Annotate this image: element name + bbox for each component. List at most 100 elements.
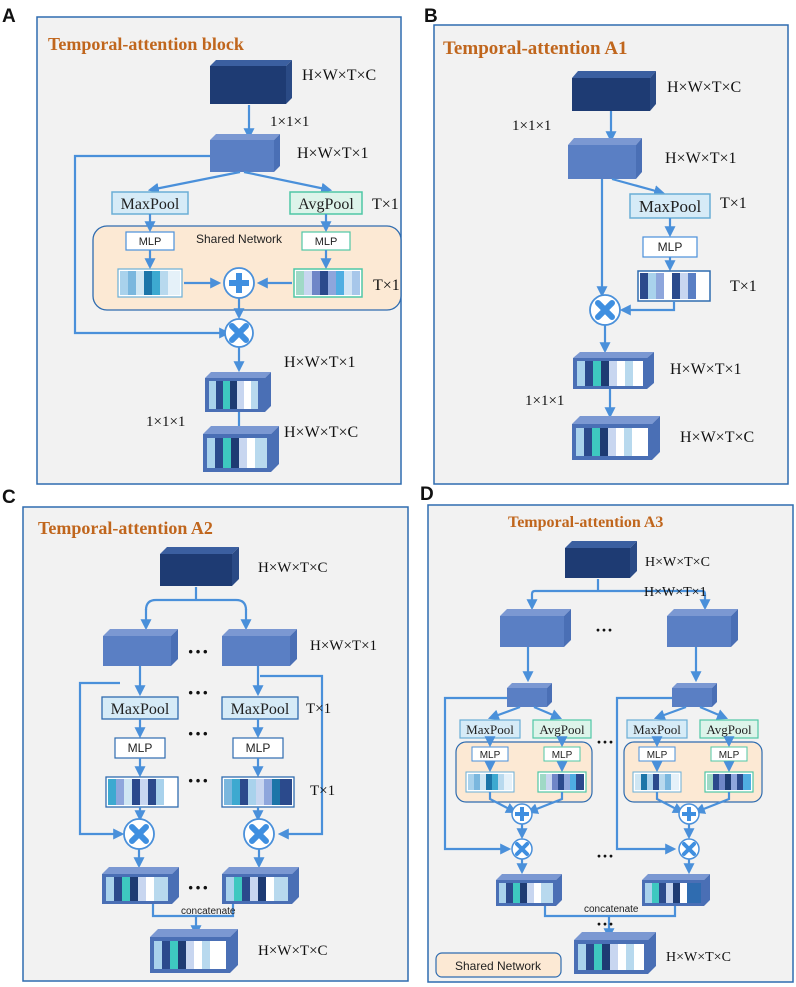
panel-b-title: Temporal-attention A1 bbox=[443, 38, 628, 59]
label-b-t1-2: T×1 bbox=[730, 278, 757, 295]
ellipsis-c-2: ··· bbox=[187, 680, 209, 705]
small-tensor-d-left bbox=[507, 683, 552, 707]
label-a-hwtc-1: H×W×T×C bbox=[302, 67, 376, 84]
multiply-operator-d-right bbox=[678, 838, 700, 860]
attention-vector-d-2 bbox=[537, 771, 587, 793]
panel-d-title: Temporal-attention A3 bbox=[508, 514, 663, 531]
concatenate-label-d: concatenate bbox=[584, 904, 639, 915]
panel-b: B Temporal-attention A1 H×W×T×C 1×1×1 H×… bbox=[424, 6, 789, 485]
input-tensor-c bbox=[160, 547, 239, 586]
maxpool-label-d-left: MaxPool bbox=[466, 722, 514, 737]
label-d-hwt1-1: H×W×T×1 bbox=[644, 585, 707, 600]
shared-network-legend bbox=[435, 952, 562, 978]
multiply-operator-a bbox=[224, 318, 254, 348]
label-b-111-2: 1×1×1 bbox=[525, 393, 564, 409]
weighted-tensor-c-right bbox=[222, 867, 299, 904]
reduced-tensor-d-left bbox=[500, 609, 571, 647]
weighted-tensor-d-right bbox=[642, 874, 710, 906]
label-a-hwt1-2: H×W×T×1 bbox=[284, 354, 356, 371]
label-d-hwtc-2: H×W×T×C bbox=[666, 950, 731, 965]
panel-a-title: Temporal-attention block bbox=[48, 34, 244, 54]
output-tensor-d bbox=[574, 932, 656, 974]
reduced-tensor-a bbox=[210, 134, 280, 172]
multiply-operator-d-left bbox=[511, 838, 533, 860]
panel-b-letter: B bbox=[424, 6, 438, 27]
attention-vector-a-right bbox=[293, 268, 363, 298]
panel-a-letter: A bbox=[2, 6, 16, 27]
reduced-tensor-c-left bbox=[103, 629, 178, 666]
add-operator-a bbox=[223, 267, 255, 299]
multiply-operator-c-left bbox=[123, 818, 155, 850]
multiply-operator-b bbox=[589, 294, 621, 326]
panel-c-title: Temporal-attention A2 bbox=[38, 518, 213, 538]
mlp-label-b: MLP bbox=[658, 240, 683, 254]
shared-network-label-a: Shared Network bbox=[196, 232, 283, 246]
attention-vector-d-4 bbox=[704, 771, 754, 793]
maxpool-label-c-left: MaxPool bbox=[111, 701, 170, 718]
mlp-label-d-4: MLP bbox=[719, 750, 740, 761]
label-c-hwtc-2: H×W×T×C bbox=[258, 943, 328, 959]
mlp-label-c-left: MLP bbox=[128, 741, 153, 755]
ellipsis-c-5: ··· bbox=[187, 875, 209, 900]
attention-vector-c-right bbox=[221, 776, 295, 808]
reduced-tensor-c-right bbox=[222, 629, 297, 666]
attention-vector-b bbox=[637, 270, 711, 302]
panel-c: C Temporal-attention A2 H×W×T×C ··· H×W×… bbox=[2, 487, 409, 982]
add-operator-d-right bbox=[678, 803, 700, 825]
label-a-t1-1: T×1 bbox=[372, 196, 399, 213]
panel-c-letter: C bbox=[2, 487, 16, 508]
label-b-111-1: 1×1×1 bbox=[512, 118, 551, 134]
ellipsis-d-1: ··· bbox=[595, 620, 613, 640]
label-c-t1-2: T×1 bbox=[310, 783, 335, 799]
panel-d: D Temporal-attention A3 H×W×T×C H×W×T×1 … bbox=[420, 484, 794, 983]
panel-a: A Temporal-attention block H×W×T×C 1×1×1… bbox=[2, 6, 402, 485]
ellipsis-d-3: ··· bbox=[596, 846, 614, 866]
ellipsis-c-1: ··· bbox=[187, 639, 209, 664]
weighted-tensor-a bbox=[205, 372, 271, 412]
ellipsis-c-4: ··· bbox=[187, 768, 209, 793]
label-b-hwt1-1: H×W×T×1 bbox=[665, 150, 737, 167]
mlp-label-c-right: MLP bbox=[246, 741, 271, 755]
input-tensor-a bbox=[210, 60, 292, 104]
maxpool-label-d-right: MaxPool bbox=[633, 722, 681, 737]
label-b-hwtc-2: H×W×T×C bbox=[680, 429, 754, 446]
output-tensor-c bbox=[150, 929, 238, 973]
label-a-111-1: 1×1×1 bbox=[270, 114, 309, 130]
label-a-hwtc-2: H×W×T×C bbox=[284, 424, 358, 441]
output-tensor-b bbox=[572, 416, 660, 460]
panel-d-letter: D bbox=[420, 484, 434, 505]
label-a-111-2: 1×1×1 bbox=[146, 414, 185, 430]
input-tensor-d bbox=[565, 541, 637, 578]
weighted-tensor-d-left bbox=[496, 874, 562, 906]
avgpool-label-d-left: AvgPool bbox=[539, 722, 585, 737]
label-a-hwt1-1: H×W×T×1 bbox=[297, 145, 369, 162]
mlp-label-d-3: MLP bbox=[647, 750, 668, 761]
label-c-hwtc-1: H×W×T×C bbox=[258, 560, 328, 576]
avgpool-label-a: AvgPool bbox=[298, 196, 354, 213]
label-b-t1-1: T×1 bbox=[720, 195, 747, 212]
output-tensor-a bbox=[203, 426, 279, 472]
label-c-hwt1-1: H×W×T×1 bbox=[310, 638, 377, 654]
ellipsis-c-3: ··· bbox=[187, 721, 209, 746]
maxpool-box-c-right bbox=[221, 696, 299, 720]
mlp-label-d-2: MLP bbox=[552, 750, 573, 761]
label-b-hwtc-1: H×W×T×C bbox=[667, 79, 741, 96]
label-a-t1-2: T×1 bbox=[373, 277, 400, 294]
multiply-operator-c-right bbox=[243, 818, 275, 850]
weighted-tensor-c-left bbox=[102, 867, 179, 904]
label-c-t1-1: T×1 bbox=[306, 701, 331, 717]
shared-network-legend-label: Shared Network bbox=[455, 959, 542, 973]
maxpool-label-a: MaxPool bbox=[121, 196, 180, 213]
mlp-label-a-right: MLP bbox=[315, 236, 338, 248]
maxpool-label-c-right: MaxPool bbox=[231, 701, 290, 718]
attention-vector-a-left bbox=[117, 268, 183, 298]
label-b-hwt1-2: H×W×T×1 bbox=[670, 361, 742, 378]
concatenate-label-c: concatenate bbox=[181, 906, 236, 917]
mlp-label-a-left: MLP bbox=[139, 236, 162, 248]
ellipsis-d-2: ··· bbox=[596, 732, 614, 752]
add-operator-d-left bbox=[511, 803, 533, 825]
attention-vector-d-3 bbox=[632, 771, 682, 793]
ellipsis-d-4: ··· bbox=[596, 914, 614, 934]
reduced-tensor-b bbox=[568, 138, 642, 179]
